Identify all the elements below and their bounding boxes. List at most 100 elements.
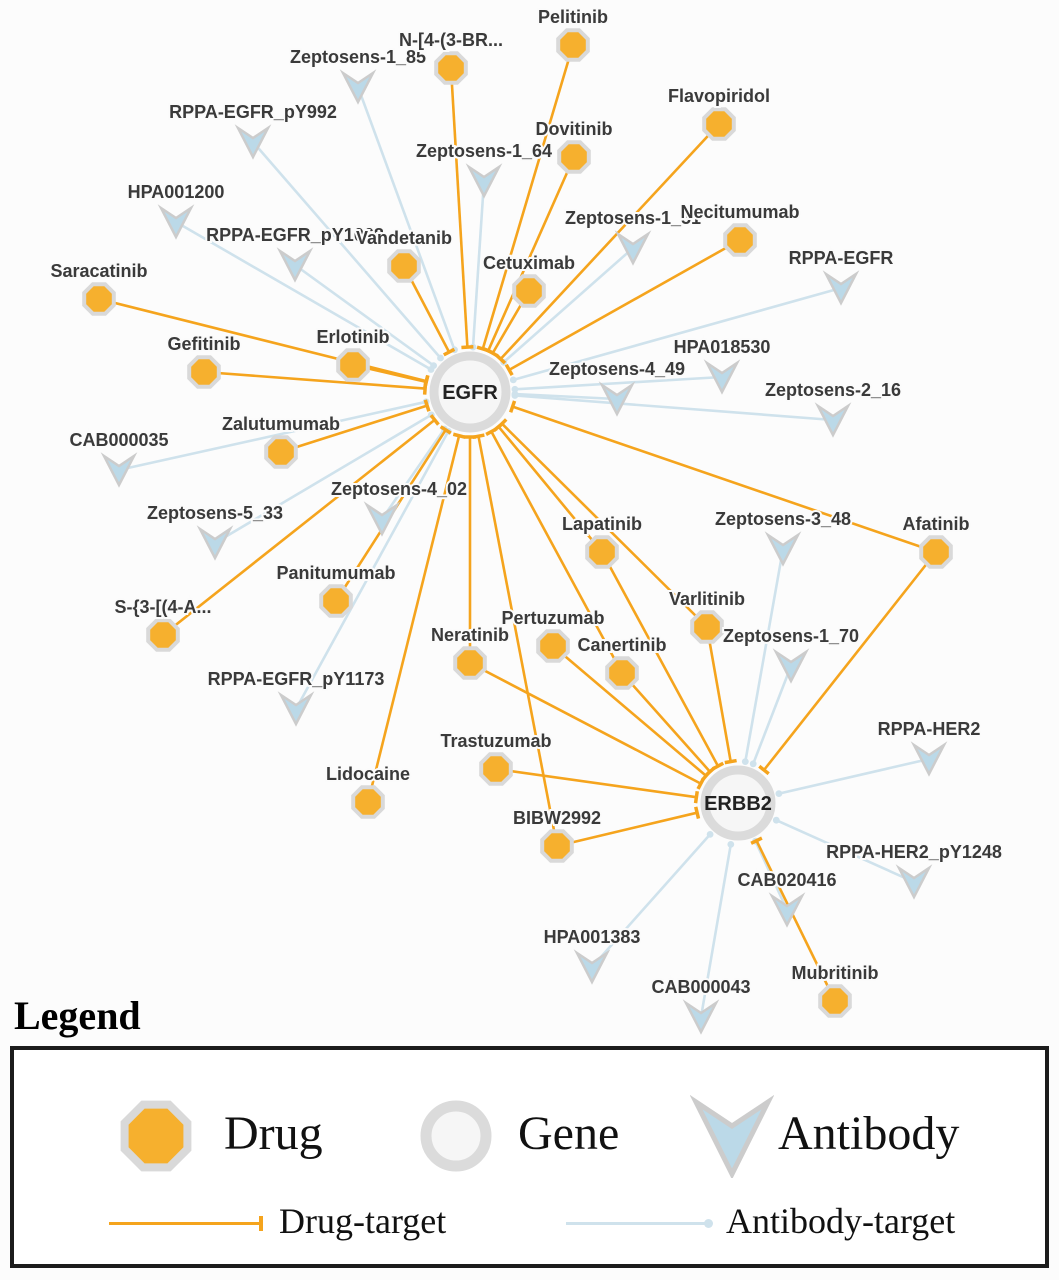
antibody-target-edge: [380, 425, 448, 520]
gene-node-icon: [420, 1100, 492, 1172]
drug-node-mubritinib[interactable]: [818, 984, 852, 1018]
antibody-node-rppa-egfr-py1173[interactable]: [277, 691, 315, 727]
drug-target-edge: [552, 645, 712, 782]
legend-title: Legend: [14, 993, 141, 1038]
drug-node-bibw2992[interactable]: [540, 829, 574, 863]
antibody-vee-shape: [690, 1094, 774, 1178]
legend-antibody-label: Antibody: [778, 1107, 960, 1160]
antibody-node-hpa001200[interactable]: [157, 204, 195, 240]
gene-node-erbb2[interactable]: [700, 765, 776, 841]
drug-node-panitumumab[interactable]: [319, 584, 353, 618]
drug-node-canertinib[interactable]: [605, 656, 639, 690]
antibody-target-edge: [752, 837, 789, 911]
antibody-target-edge-sample: [566, 1219, 713, 1228]
drug-target-edge: [495, 767, 699, 804]
antibody-label-rppa-her2-py1248: RPPA-HER2_pY1248: [826, 842, 1002, 862]
antibody-node-rppa-her2[interactable]: [910, 741, 948, 777]
antibody-node-cab020416[interactable]: [768, 892, 806, 928]
antibody-label-rppa-her2: RPPA-HER2: [878, 719, 981, 739]
drug-node-lapatinib[interactable]: [585, 535, 619, 569]
antibody-node-zeptosens-1-85[interactable]: [339, 69, 377, 105]
drug-node-varlitinib[interactable]: [690, 610, 724, 644]
drug-node-neratinib[interactable]: [453, 646, 487, 680]
drug-node-pelitinib[interactable]: [556, 28, 590, 62]
drug-node-zalutumumab[interactable]: [264, 435, 298, 469]
antibody-label-rppa-egfr: RPPA-EGFR: [789, 248, 894, 268]
edge-layer: [98, 44, 938, 1018]
drug-label-afatinib: Afatinib: [903, 514, 970, 534]
antibody-node-zeptosens-1-51[interactable]: [614, 230, 652, 266]
drug-label-mubritinib: Mubritinib: [792, 963, 879, 983]
legend-antibody-target-label: Antibody-target: [726, 1201, 956, 1241]
antibody-node-zeptosens-2-16[interactable]: [814, 402, 852, 438]
drug-target-edge: [280, 399, 431, 454]
label-layer: Zeptosens-1_85RPPA-EGFR_pY992Zeptosens-1…: [48, 5, 1003, 999]
antibody-target-edge: [294, 427, 452, 710]
antibody-label-rppa-egfr-py992: RPPA-EGFR_pY992: [169, 102, 337, 122]
drug-label-lidocaine: Lidocaine: [326, 764, 410, 784]
drug-label-cetuximab: Cetuximab: [483, 253, 575, 273]
drug-label-vandetanib: Vandetanib: [356, 228, 452, 248]
antibody-label-zeptosens-3-48: Zeptosens-3_48: [715, 509, 851, 529]
antibody-label-zeptosens-2-16: Zeptosens-2_16: [765, 380, 901, 400]
antibody-node-rppa-egfr-py1068[interactable]: [276, 247, 314, 283]
antibody-node-zeptosens-3-48[interactable]: [764, 531, 802, 567]
antibody-node-rppa-her2-py1248[interactable]: [895, 864, 933, 900]
drug-node-flavopiridol[interactable]: [702, 107, 736, 141]
antibody-node-cab000035[interactable]: [100, 452, 138, 488]
drug-label-necitumumab: Necitumumab: [680, 202, 799, 222]
network-canvas[interactable]: Zeptosens-1_85RPPA-EGFR_pY992Zeptosens-1…: [0, 0, 1059, 1040]
antibody-target-edge: [118, 398, 430, 472]
drug-node-vandetanib[interactable]: [387, 249, 421, 283]
antibody-target-edge: [294, 263, 438, 370]
antibody-target-edge: [511, 375, 723, 393]
drug-node-dovitinib[interactable]: [557, 140, 591, 174]
antibody-target-edge: [252, 141, 444, 362]
drug-node-cetuximab[interactable]: [512, 274, 546, 308]
antibody-target-edge: [214, 411, 435, 545]
drug-node-erlotinib[interactable]: [336, 348, 370, 382]
drug-target-edge: [485, 427, 624, 674]
antibody-target-edge: [175, 220, 435, 373]
drug-label-saracatinib: Saracatinib: [50, 261, 147, 281]
antibody-node-hpa018530[interactable]: [703, 359, 741, 395]
antibody-node-zeptosens-1-70[interactable]: [772, 648, 810, 684]
antibody-node-rppa-egfr[interactable]: [822, 270, 860, 306]
drug-label-pelitinib: Pelitinib: [538, 7, 608, 27]
gene-node-egfr[interactable]: [429, 351, 511, 433]
antibody-target-edge: [469, 180, 486, 351]
drug-node-trastuzumab[interactable]: [479, 752, 513, 786]
antibody-target-edge: [511, 392, 834, 422]
drug-label-gefitinib: Gefitinib: [168, 334, 241, 354]
drug-node-saracatinib[interactable]: [82, 282, 116, 316]
antibody-label-cab000035: CAB000035: [69, 430, 168, 450]
antibody-label-zeptosens-1-70: Zeptosens-1_70: [723, 626, 859, 646]
antibody-target-edge: [509, 286, 842, 384]
drug-node-pertuzumab[interactable]: [536, 629, 570, 663]
antibody-node-cab000043[interactable]: [682, 999, 720, 1035]
drug-target-edge: [469, 661, 706, 790]
antibody-label-cab000043: CAB000043: [651, 977, 750, 997]
antibody-node-zeptosens-4-02[interactable]: [363, 501, 401, 537]
antibody-node-hpa001383[interactable]: [573, 949, 611, 985]
drug-node-gefitinib[interactable]: [187, 355, 221, 389]
antibody-node-rppa-egfr-py992[interactable]: [234, 124, 272, 160]
drug-label-zalutumumab: Zalutumumab: [222, 414, 340, 434]
drug-node-afatinib[interactable]: [919, 535, 953, 569]
drug-label-canertinib: Canertinib: [577, 635, 666, 655]
antibody-node-zeptosens-1-64[interactable]: [465, 163, 503, 199]
antibody-label-zeptosens-5-33: Zeptosens-5_33: [147, 503, 283, 523]
drug-target-edge: [556, 806, 701, 848]
antibody-node-icon: [690, 1094, 774, 1178]
antibody-node-zeptosens-4-49[interactable]: [598, 381, 636, 417]
drug-node-n-4-3-br[interactable]: [434, 51, 468, 85]
drug-node-necitumumab[interactable]: [723, 223, 757, 257]
drug-label-trastuzumab: Trastuzumab: [440, 731, 551, 751]
drug-target-edge: [366, 432, 466, 803]
drug-target-edge: [600, 551, 725, 771]
antibody-target-edge: [356, 86, 458, 354]
drug-node-s-3-4-a[interactable]: [146, 618, 180, 652]
drug-node-lidocaine[interactable]: [351, 785, 385, 819]
antibody-node-zeptosens-5-33[interactable]: [196, 525, 234, 561]
